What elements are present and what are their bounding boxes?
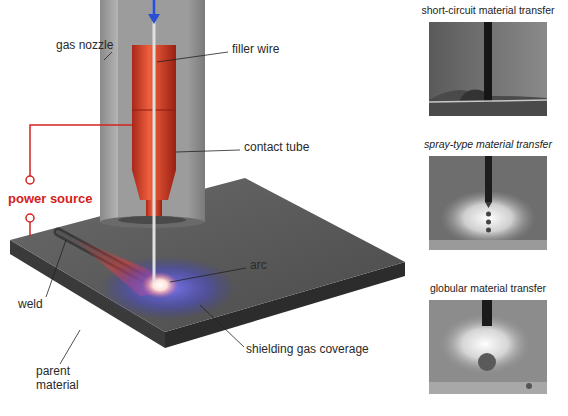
part-label: power source (8, 192, 93, 206)
panel-heading: globular material transfer (418, 282, 558, 298)
part-label: filler wire (232, 42, 279, 56)
transfer-photo (429, 156, 547, 250)
transfer-photo (429, 300, 547, 394)
part-label: parent material (36, 364, 96, 392)
part-label: contact tube (244, 140, 309, 154)
transfer-photo (429, 22, 547, 116)
part-label: arc (250, 258, 267, 272)
transfer-panel: spray-type material transfer (418, 138, 558, 252)
part-label: weld (18, 297, 43, 311)
panel-heading: spray-type material transfer (418, 138, 558, 154)
transfer-panel: globular material transfer (418, 282, 558, 396)
panel-heading: short-circuit material transfer (418, 4, 558, 20)
part-label: gas nozzle (56, 38, 113, 52)
transfer-panel: short-circuit material transfer (418, 4, 558, 118)
part-label: shielding gas coverage (246, 342, 369, 356)
